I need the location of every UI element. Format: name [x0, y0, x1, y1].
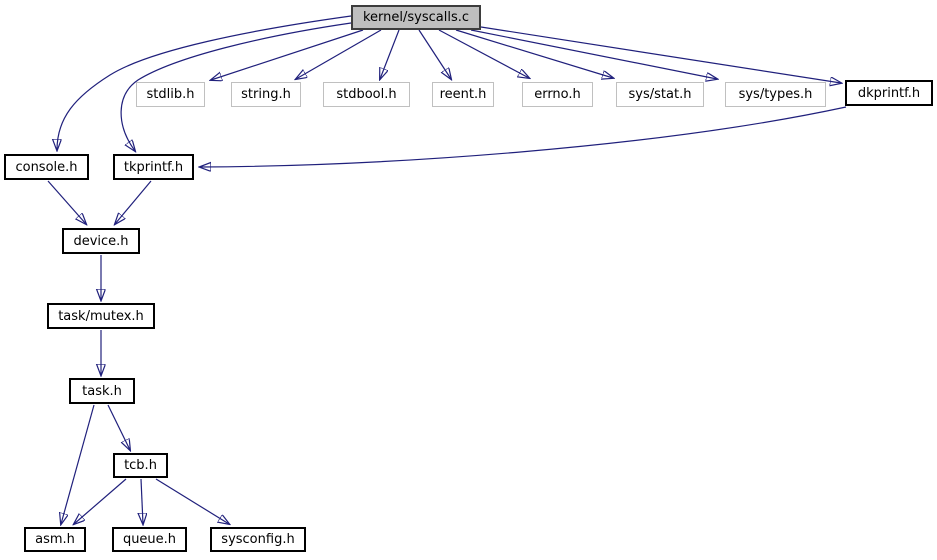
edge-task-to-tcb	[107, 404, 130, 450]
node-asm-h[interactable]: asm.h	[24, 527, 86, 552]
node-kernel-syscalls-c: kernel/syscalls.c	[351, 5, 481, 30]
edge-syscalls-to-stdbool	[380, 29, 400, 79]
node-sys-stat-h: sys/stat.h	[616, 82, 704, 107]
node-task-h[interactable]: task.h	[69, 378, 135, 404]
edge-syscalls-to-string	[296, 29, 382, 79]
node-queue-h[interactable]: queue.h	[112, 527, 187, 552]
edge-syscalls-to-console	[57, 15, 352, 150]
node-stdlib-h: stdlib.h	[136, 82, 205, 107]
edge-task-to-asm	[61, 404, 95, 524]
node-errno-h: errno.h	[522, 82, 593, 107]
node-dkprintf-h[interactable]: dkprintf.h	[845, 80, 933, 106]
node-task-mutex-h[interactable]: task/mutex.h	[47, 303, 155, 329]
node-device-h[interactable]: device.h	[62, 228, 140, 254]
edge-syscalls-to-stdlib	[211, 29, 364, 80]
node-sysconfig-h[interactable]: sysconfig.h	[210, 527, 306, 552]
edge-tkprintf-to-device	[115, 180, 152, 224]
edge-syscalls-to-sys-types	[470, 29, 717, 79]
node-tkprintf-h[interactable]: tkprintf.h	[113, 154, 194, 180]
edge-syscalls-to-reent	[418, 29, 451, 79]
node-tcb-h[interactable]: tcb.h	[113, 453, 168, 478]
edge-syscalls-to-sys-stat	[455, 29, 613, 78]
edge-tcb-to-queue	[141, 478, 143, 524]
node-stdbool-h: stdbool.h	[323, 82, 410, 107]
node-reent-h: reent.h	[432, 82, 494, 107]
edge-syscalls-to-dkprintf	[480, 26, 841, 83]
edge-tcb-to-asm	[74, 478, 127, 524]
node-console-h[interactable]: console.h	[4, 154, 89, 180]
edge-syscalls-to-tkprintf	[120, 22, 352, 151]
edge-console-to-device	[47, 180, 86, 224]
edge-dkprintf-to-tkprintf	[200, 106, 847, 167]
node-string-h: string.h	[231, 82, 301, 107]
edge-tcb-to-sysconfig	[155, 478, 229, 524]
node-sys-types-h: sys/types.h	[725, 82, 826, 107]
edge-syscalls-to-errno	[438, 29, 529, 78]
